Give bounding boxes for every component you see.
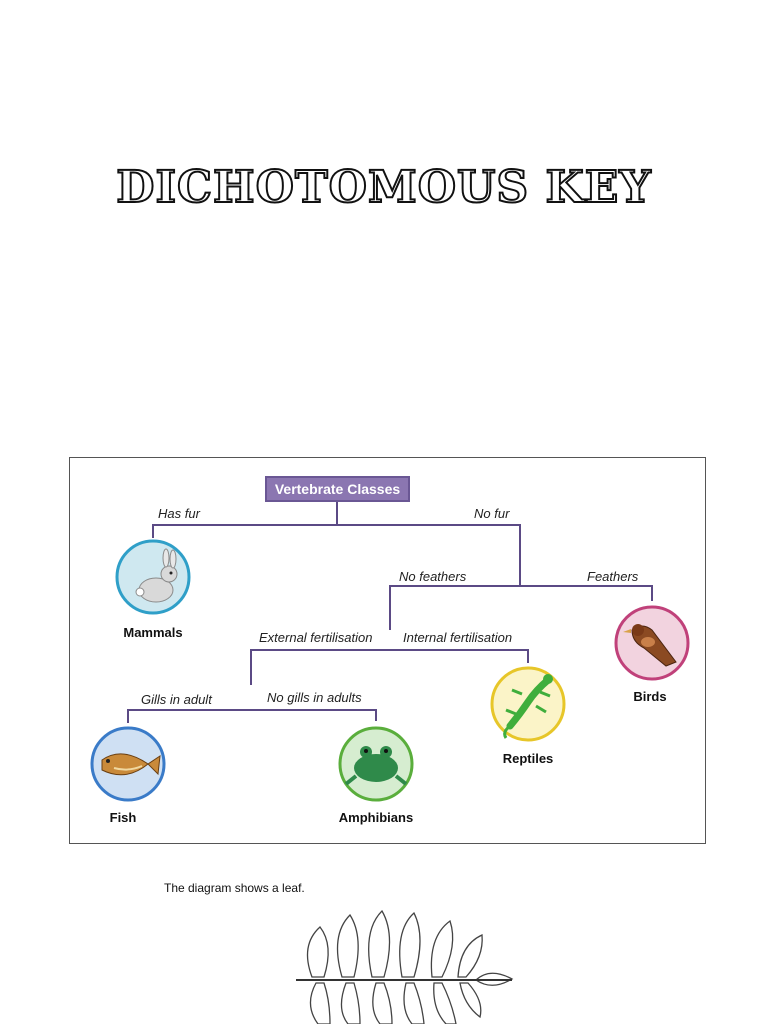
fish-icon: [101, 753, 161, 776]
leaf-caption: The diagram shows a leaf.: [164, 881, 305, 895]
branch-external-fertilisation: External fertilisation: [259, 630, 373, 645]
branch-no-gills-in-adults: No gills in adults: [267, 690, 362, 705]
branch-gills-in-adult: Gills in adult: [141, 692, 212, 707]
branch-has-fur: Has fur: [158, 506, 200, 521]
frog-icon: [344, 746, 408, 786]
reptiles-circle: [490, 666, 566, 742]
class-label-birds: Birds: [633, 689, 667, 704]
root-node-vertebrate-classes: Vertebrate Classes: [265, 476, 410, 502]
page-title: Dichotomous Key: [115, 161, 652, 214]
lizard-icon: [503, 674, 553, 739]
class-label-reptiles: Reptiles: [502, 751, 554, 766]
dichotomous-key-diagram: Vertebrate Classes Has fur No fur No fea…: [69, 457, 706, 844]
fish-circle: [90, 726, 166, 802]
amphibians-circle: [338, 726, 414, 802]
mammals-circle: [115, 539, 191, 615]
birds-circle: [614, 605, 690, 681]
leaf-illustration: [296, 909, 514, 1024]
branch-no-fur: No fur: [474, 506, 510, 521]
branch-no-feathers: No feathers: [399, 569, 467, 584]
class-label-amphibians: Amphibians: [338, 810, 414, 825]
branch-internal-fertilisation: Internal fertilisation: [403, 630, 513, 645]
class-label-fish: Fish: [109, 810, 137, 825]
bird-icon: [623, 624, 677, 667]
key-branch-lines: [90, 502, 690, 802]
branch-feathers: Feathers: [587, 569, 639, 584]
class-label-mammals: Mammals: [123, 625, 183, 640]
rabbit-icon: [135, 548, 178, 603]
